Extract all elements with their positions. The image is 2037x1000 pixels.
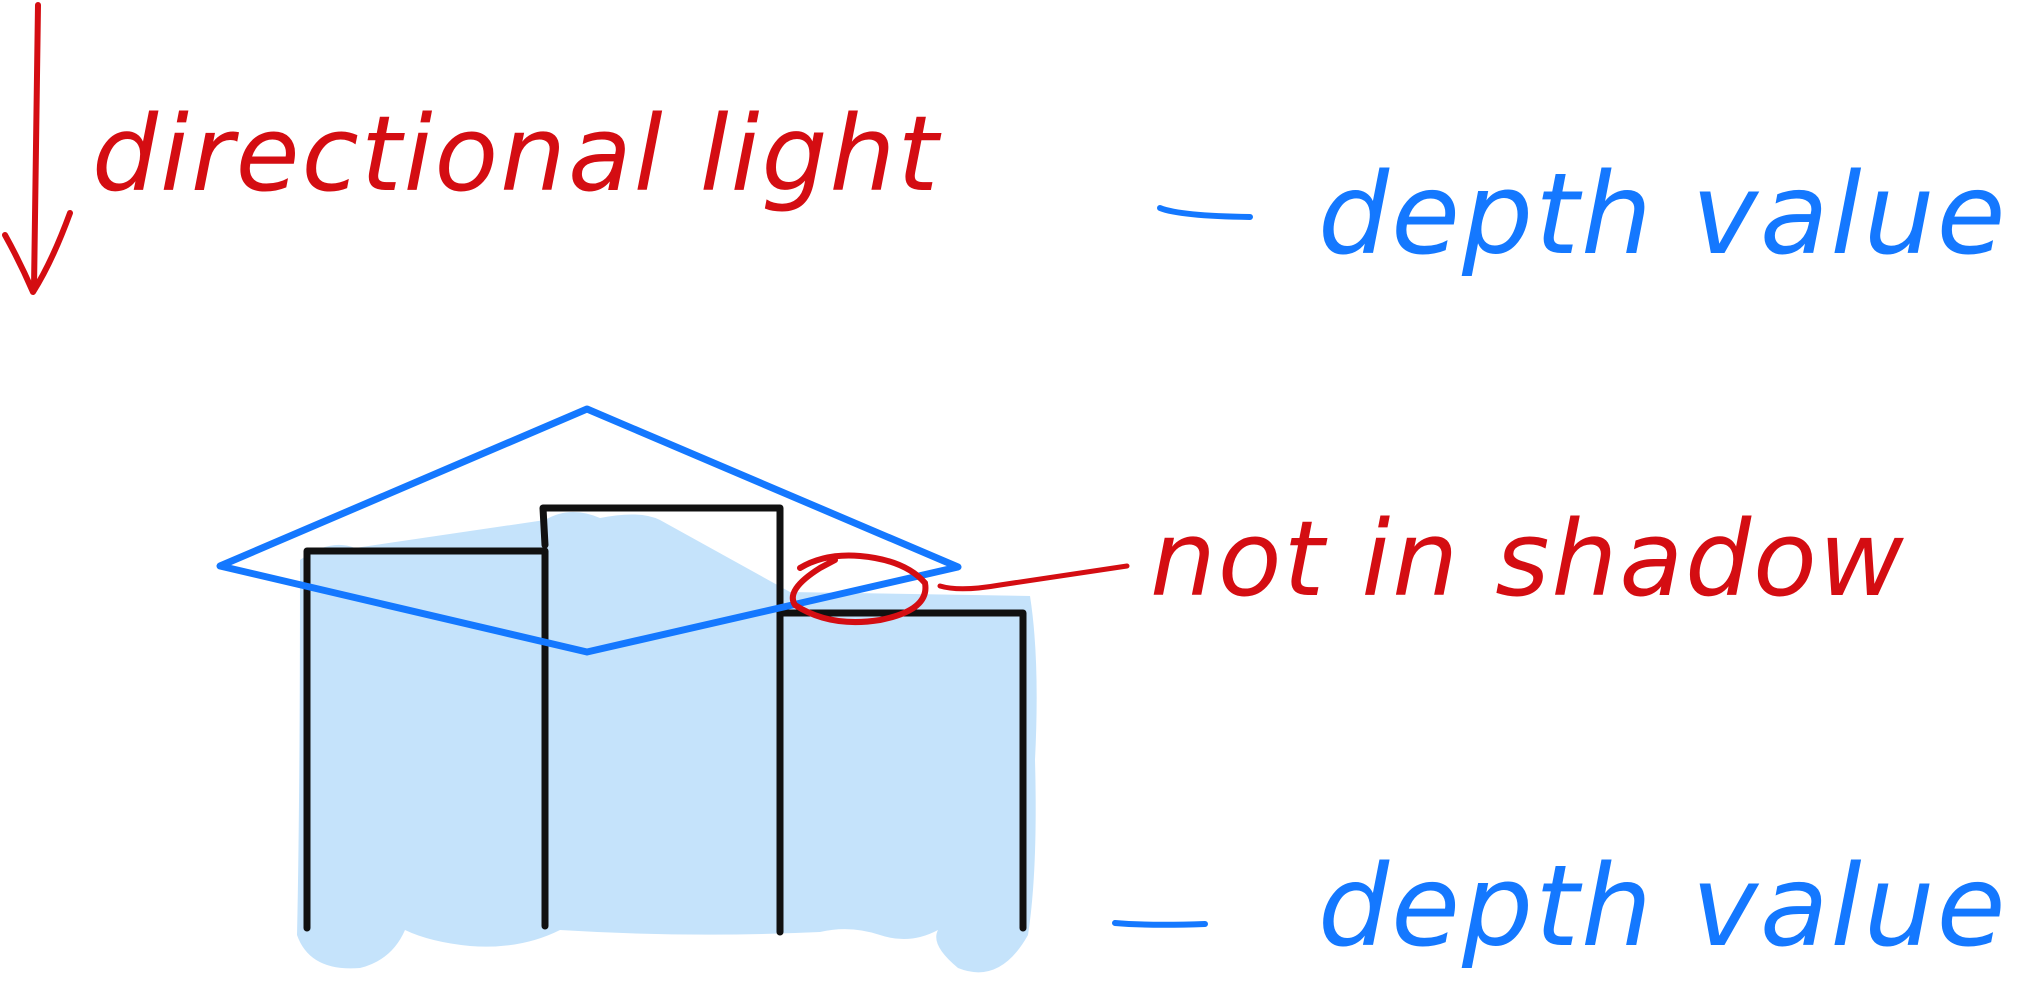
building-outline-right [779, 609, 1027, 932]
depth-top-dash [1157, 205, 1253, 220]
shadow-leader-line [937, 563, 1130, 592]
depth-bottom-label: depth value 1 [1318, 842, 2037, 972]
building-outline [303, 547, 549, 932]
light-label: directional light [92, 93, 941, 215]
building-outline-middle [539, 504, 784, 936]
light-frustum-diamond [216, 405, 962, 656]
depth-top-label: depth value 0 [1318, 150, 2037, 280]
not-in-shadow-circle [789, 552, 929, 626]
depth-bottom-dash [1112, 920, 1208, 928]
shadow-note-label: not in shadow [1150, 498, 1906, 620]
light-direction-arrow [2, 2, 73, 295]
